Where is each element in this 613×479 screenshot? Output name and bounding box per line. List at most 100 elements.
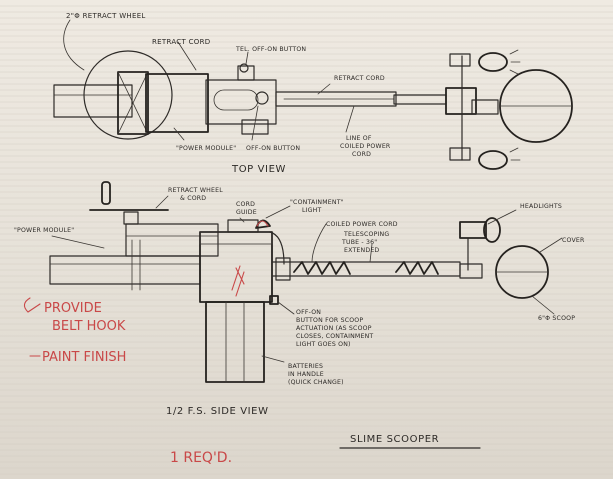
main-body-side bbox=[199, 231, 273, 303]
label-coiled-3: CORD bbox=[352, 151, 371, 158]
label-offon-5: LIGHT GOES ON) bbox=[296, 341, 351, 348]
label-retract-wheel-side-2: & CORD bbox=[180, 195, 206, 202]
lamp-ray-3 bbox=[509, 69, 519, 75]
rear-cylinder bbox=[53, 84, 133, 118]
label-containment-1: "CONTAINMENT" bbox=[290, 199, 344, 206]
leader-retract-cord bbox=[177, 41, 197, 71]
coiled-cord-2 bbox=[395, 261, 439, 275]
containment-light-red bbox=[256, 220, 269, 227]
off-on-button-side bbox=[269, 295, 279, 305]
label-batteries-3: (QUICK CHANGE) bbox=[288, 379, 344, 386]
label-telescoping-1: TELESCOPING bbox=[343, 231, 389, 238]
headlight-lower bbox=[449, 147, 471, 161]
label-offon-2: BUTTON FOR SCOOP bbox=[296, 317, 363, 324]
label-scoop: 6"Φ SCOOP bbox=[538, 315, 575, 322]
coiled-cord-1 bbox=[293, 261, 351, 275]
label-telescoping-3: EXTENDED bbox=[344, 247, 379, 254]
leader-wheel-side bbox=[155, 195, 169, 209]
label-offon-1: OFF-ON bbox=[296, 309, 321, 316]
power-module-front bbox=[205, 79, 277, 125]
headlight-side-lamp bbox=[483, 217, 501, 243]
title-block-name: SLIME SCOOPER bbox=[350, 434, 439, 445]
leader-cord-guide bbox=[239, 217, 245, 223]
label-cord-guide-1: CORD bbox=[236, 201, 255, 208]
head-bracket bbox=[445, 87, 477, 115]
body-upper-band bbox=[199, 231, 273, 245]
leader-batteries bbox=[261, 355, 285, 363]
annotation-provide-1: PROVIDE bbox=[44, 301, 102, 316]
label-off-on-button: OFF-ON BUTTON bbox=[246, 145, 300, 152]
scoop-hinge-top bbox=[471, 99, 499, 115]
label-coiled-1: LINE OF bbox=[346, 135, 372, 142]
label-batteries-1: BATTERIES bbox=[288, 363, 323, 370]
tube-collar bbox=[275, 257, 291, 281]
label-offon-4: CLOSES, CONTAINMENT bbox=[296, 333, 373, 340]
button-bracket bbox=[237, 65, 255, 81]
leader-containment bbox=[265, 205, 291, 219]
headlight-upper bbox=[449, 53, 471, 67]
side-view bbox=[23, 181, 563, 383]
annotation-reqd: 1 REQ'D. bbox=[170, 450, 232, 466]
top-hatch bbox=[213, 89, 259, 111]
side-view-title: 1/2 F.S. SIDE VIEW bbox=[166, 406, 269, 417]
leader-headlights bbox=[487, 209, 517, 225]
label-retract-cord-right: RETRACT CORD bbox=[334, 75, 385, 82]
top-view-title: TOP VIEW bbox=[231, 164, 286, 175]
scoop-hinge-side bbox=[459, 263, 483, 279]
telescoping-tube-top bbox=[275, 91, 397, 107]
label-power-module-side: "POWER MODULE" bbox=[14, 227, 74, 234]
wheel-pedestal bbox=[123, 211, 139, 225]
label-cover: COVER bbox=[562, 237, 585, 244]
leader-tel bbox=[245, 51, 249, 65]
leader-offon-side bbox=[277, 301, 295, 315]
annotation-provide-2: BELT HOOK bbox=[52, 319, 126, 334]
tel-button-top bbox=[239, 63, 249, 73]
cord-guide bbox=[227, 219, 259, 233]
label-power-module-top: "POWER MODULE" bbox=[176, 145, 236, 152]
label-cord-guide-2: GUIDE bbox=[236, 209, 257, 216]
label-coiled-power-cord: COILED POWER CORD bbox=[326, 221, 398, 228]
label-batteries-2: IN HANDLE bbox=[288, 371, 324, 378]
lower-box bbox=[241, 119, 269, 135]
label-retract-wheel: 2"Φ RETRACT WHEEL bbox=[66, 12, 146, 20]
wheel-hub-x2 bbox=[117, 71, 149, 135]
handle bbox=[205, 301, 265, 383]
leader-wheel bbox=[63, 19, 85, 71]
leader-coiled bbox=[345, 105, 355, 133]
lamp-ray-1 bbox=[509, 49, 519, 55]
off-on-button-top bbox=[255, 91, 269, 105]
label-headlights: HEADLIGHTS bbox=[520, 203, 562, 210]
label-retract-wheel-side-1: RETRACT WHEEL bbox=[168, 187, 223, 194]
retract-wheel-knob bbox=[101, 181, 111, 205]
label-telescoping-2: TUBE - 36" bbox=[341, 239, 377, 246]
wheel-hub bbox=[117, 71, 149, 135]
cord-arc bbox=[269, 231, 285, 265]
tube-extension-top bbox=[393, 94, 447, 105]
leader-scoop bbox=[531, 295, 555, 315]
red-shade-body bbox=[231, 265, 245, 297]
label-coiled-2: COILED POWER bbox=[340, 143, 391, 150]
headlight-side bbox=[459, 221, 487, 239]
leader-module-side bbox=[51, 235, 105, 249]
annotation-paint-finish: PAINT FINISH bbox=[42, 350, 126, 365]
lamp-ray-4 bbox=[509, 147, 519, 153]
leader-module bbox=[173, 127, 185, 141]
leader-coiled-side bbox=[311, 223, 327, 263]
rear-cylinder-side bbox=[49, 255, 201, 285]
leader-telescoping bbox=[369, 243, 373, 263]
headlight-upper-lamp bbox=[478, 52, 508, 72]
power-module-body bbox=[145, 73, 209, 133]
leader-retract-right bbox=[317, 83, 331, 95]
label-retract-cord: RETRACT CORD bbox=[152, 38, 210, 46]
label-offon-3: ACTUATION (AS SCOOP bbox=[296, 325, 372, 332]
leader-cover bbox=[539, 237, 563, 253]
label-tel-button: TEL. OFF-ON BUTTON bbox=[235, 46, 306, 53]
top-view bbox=[53, 19, 573, 170]
leader-offon bbox=[251, 105, 259, 141]
headlight-lower-lamp bbox=[478, 150, 508, 170]
red-arrow bbox=[23, 297, 41, 313]
label-containment-2: LIGHT bbox=[302, 207, 322, 214]
